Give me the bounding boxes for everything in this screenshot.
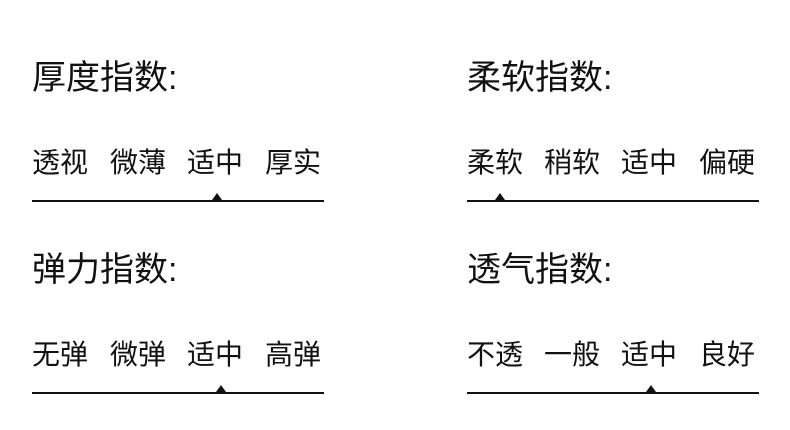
option: 良好: [699, 339, 756, 370]
breathability-index: 透气指数: 不透 一般 适中 良好: [467, 250, 759, 430]
option: 稍软: [544, 147, 601, 178]
option: 适中: [187, 147, 244, 178]
selection-marker-icon: [216, 385, 226, 392]
selection-marker-icon: [495, 193, 505, 200]
softness-index: 柔软指数: 柔软 稍软 适中 偏硬: [467, 58, 759, 238]
option: 厚实: [265, 147, 322, 178]
option: 无弹: [32, 339, 89, 370]
option: 微薄: [110, 147, 167, 178]
elasticity-index: 弹力指数: 无弹 微弹 适中 高弹: [32, 250, 324, 430]
scale-line: [32, 392, 324, 394]
option: 柔软: [467, 147, 524, 178]
scale-line: [467, 392, 759, 394]
option: 适中: [621, 339, 678, 370]
option: 不透: [467, 339, 524, 370]
option: 一般: [544, 339, 601, 370]
index-title: 柔软指数:: [467, 59, 613, 97]
selection-marker-icon: [212, 193, 222, 200]
option: 微弹: [110, 339, 167, 370]
thickness-index: 厚度指数: 透视 微薄 适中 厚实: [32, 58, 324, 238]
index-title: 透气指数:: [467, 251, 613, 289]
option: 偏硬: [699, 147, 756, 178]
scale-line: [467, 200, 759, 202]
option: 适中: [621, 147, 678, 178]
option: 透视: [32, 147, 89, 178]
selection-marker-icon: [646, 385, 656, 392]
scale-line: [32, 200, 324, 202]
option: 适中: [187, 339, 244, 370]
index-title: 弹力指数:: [32, 251, 178, 289]
index-title: 厚度指数:: [32, 59, 178, 97]
option: 高弹: [265, 339, 322, 370]
